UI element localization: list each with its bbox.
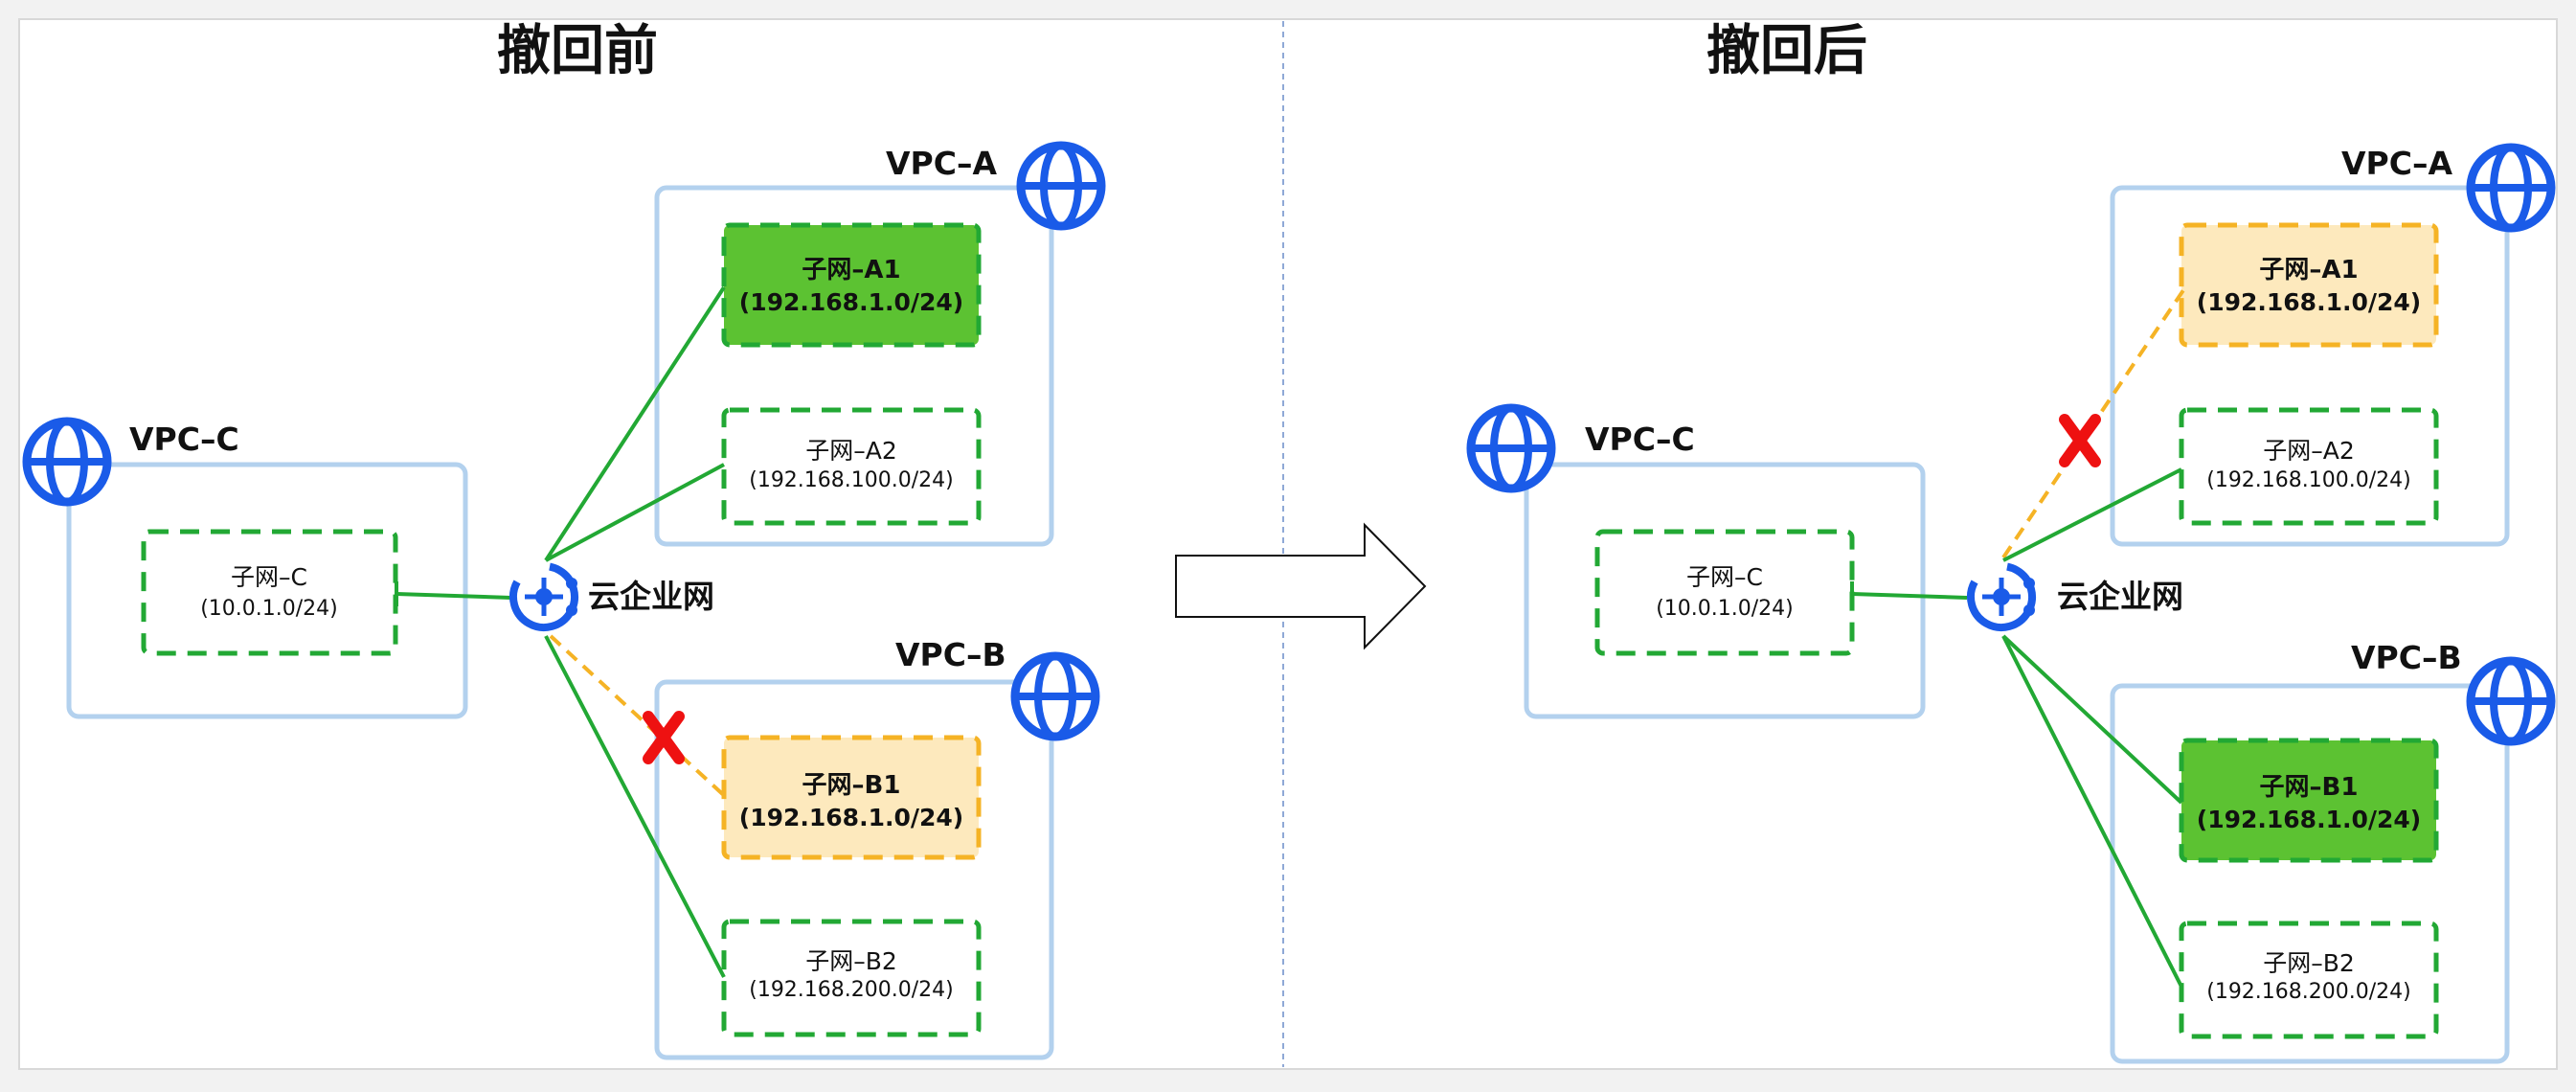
subnet-b1-name: 子网–B1 <box>802 771 901 800</box>
link-ccn-subnet-b1-blocked <box>549 634 730 801</box>
subnet-a1 <box>2179 222 2439 348</box>
vpc-b-label: VPC–B <box>895 636 1006 673</box>
link-ccn-subnet-a2 <box>545 463 725 562</box>
subnet-a2-name: 子网–A2 <box>2263 437 2355 465</box>
vpc-c-label: VPC–C <box>1585 421 1695 458</box>
subnet-b2 <box>721 919 982 1037</box>
subnet-c <box>1594 529 1855 656</box>
subnet-b2-cidr: (192.168.200.0/24) <box>2206 980 2411 1004</box>
link-ccn-subnet-a2 <box>2002 467 2182 562</box>
vpc-a-container <box>654 185 1054 547</box>
subnet-a1-name: 子网–A1 <box>802 256 900 284</box>
subnet-b2-name: 子网–B2 <box>805 947 897 975</box>
subnet-a1-cidr: (192.168.1.0/24) <box>2197 288 2421 316</box>
link-ccn-subnet-c <box>1851 592 1968 600</box>
ccn-label: 云企业网 <box>2057 578 2183 615</box>
subnet-c-name: 子网–C <box>231 563 307 591</box>
subnet-a2 <box>721 407 982 526</box>
subnet-a1 <box>721 222 982 348</box>
ccn-label: 云企业网 <box>588 578 714 615</box>
right-arrow-icon <box>1175 522 1427 650</box>
link-ccn-subnet-b2 <box>2001 635 2183 988</box>
subnet-a2 <box>2179 407 2439 526</box>
link-ccn-subnet-a1 <box>544 285 726 562</box>
globe-icon <box>1021 146 1101 226</box>
subnet-b2-name: 子网–B2 <box>2263 949 2355 977</box>
subnet-a2-cidr: (192.168.100.0/24) <box>2206 468 2411 492</box>
before-title: 撤回前 <box>497 20 658 82</box>
subnet-b1-cidr: (192.168.1.0/24) <box>739 804 963 831</box>
subnet-b1 <box>721 735 982 860</box>
subnet-a2-name: 子网–A2 <box>805 437 897 465</box>
subnet-b2-cidr: (192.168.200.0/24) <box>749 978 954 1002</box>
vpc-c-container <box>1524 462 1926 719</box>
subnet-c-cidr: (10.0.1.0/24) <box>200 597 338 621</box>
globe-icon <box>1015 656 1096 737</box>
subnet-a2-cidr: (192.168.100.0/24) <box>749 468 954 492</box>
link-ccn-subnet-c <box>395 592 512 600</box>
vpc-b-container <box>2110 683 2510 1064</box>
link-ccn-subnet-b2 <box>544 635 726 978</box>
subnet-a1-name: 子网–A1 <box>2259 256 2358 284</box>
globe-icon <box>2471 148 2551 228</box>
subnet-b2 <box>2179 921 2439 1039</box>
vpc-b-label: VPC–B <box>2351 639 2462 676</box>
subnet-a1-cidr: (192.168.1.0/24) <box>739 288 963 316</box>
vpc-a-label: VPC–A <box>2341 145 2452 182</box>
globe-icon <box>2471 661 2551 741</box>
subnet-c <box>141 529 398 656</box>
subnet-b1-name: 子网–B1 <box>2260 773 2359 802</box>
before-section: 撤回前 VPC–C 子网–C (10.0.1.0/24) VPC–A 子网–A1… <box>27 20 1101 1060</box>
after-title: 撤回后 <box>1706 20 1867 82</box>
canvas-border <box>18 18 2558 1070</box>
vpc-c-container <box>66 462 468 719</box>
globe-icon <box>27 421 107 502</box>
subnet-c-name: 子网–C <box>1686 563 1763 591</box>
vpc-b-container <box>654 679 1054 1060</box>
vpc-c-label: VPC–C <box>129 421 239 458</box>
subnet-c-cidr: (10.0.1.0/24) <box>1656 597 1794 621</box>
link-ccn-subnet-b1 <box>2001 634 2183 805</box>
globe-icon <box>1471 408 1551 489</box>
after-section: 撤回后 VPC–C 子网–C (10.0.1.0/24) VPC–A 子网–A1… <box>1471 20 2551 1064</box>
subnet-b1-cidr: (192.168.1.0/24) <box>2197 806 2421 833</box>
vpc-a-container <box>2110 185 2510 547</box>
vpc-a-label: VPC–A <box>886 145 997 182</box>
